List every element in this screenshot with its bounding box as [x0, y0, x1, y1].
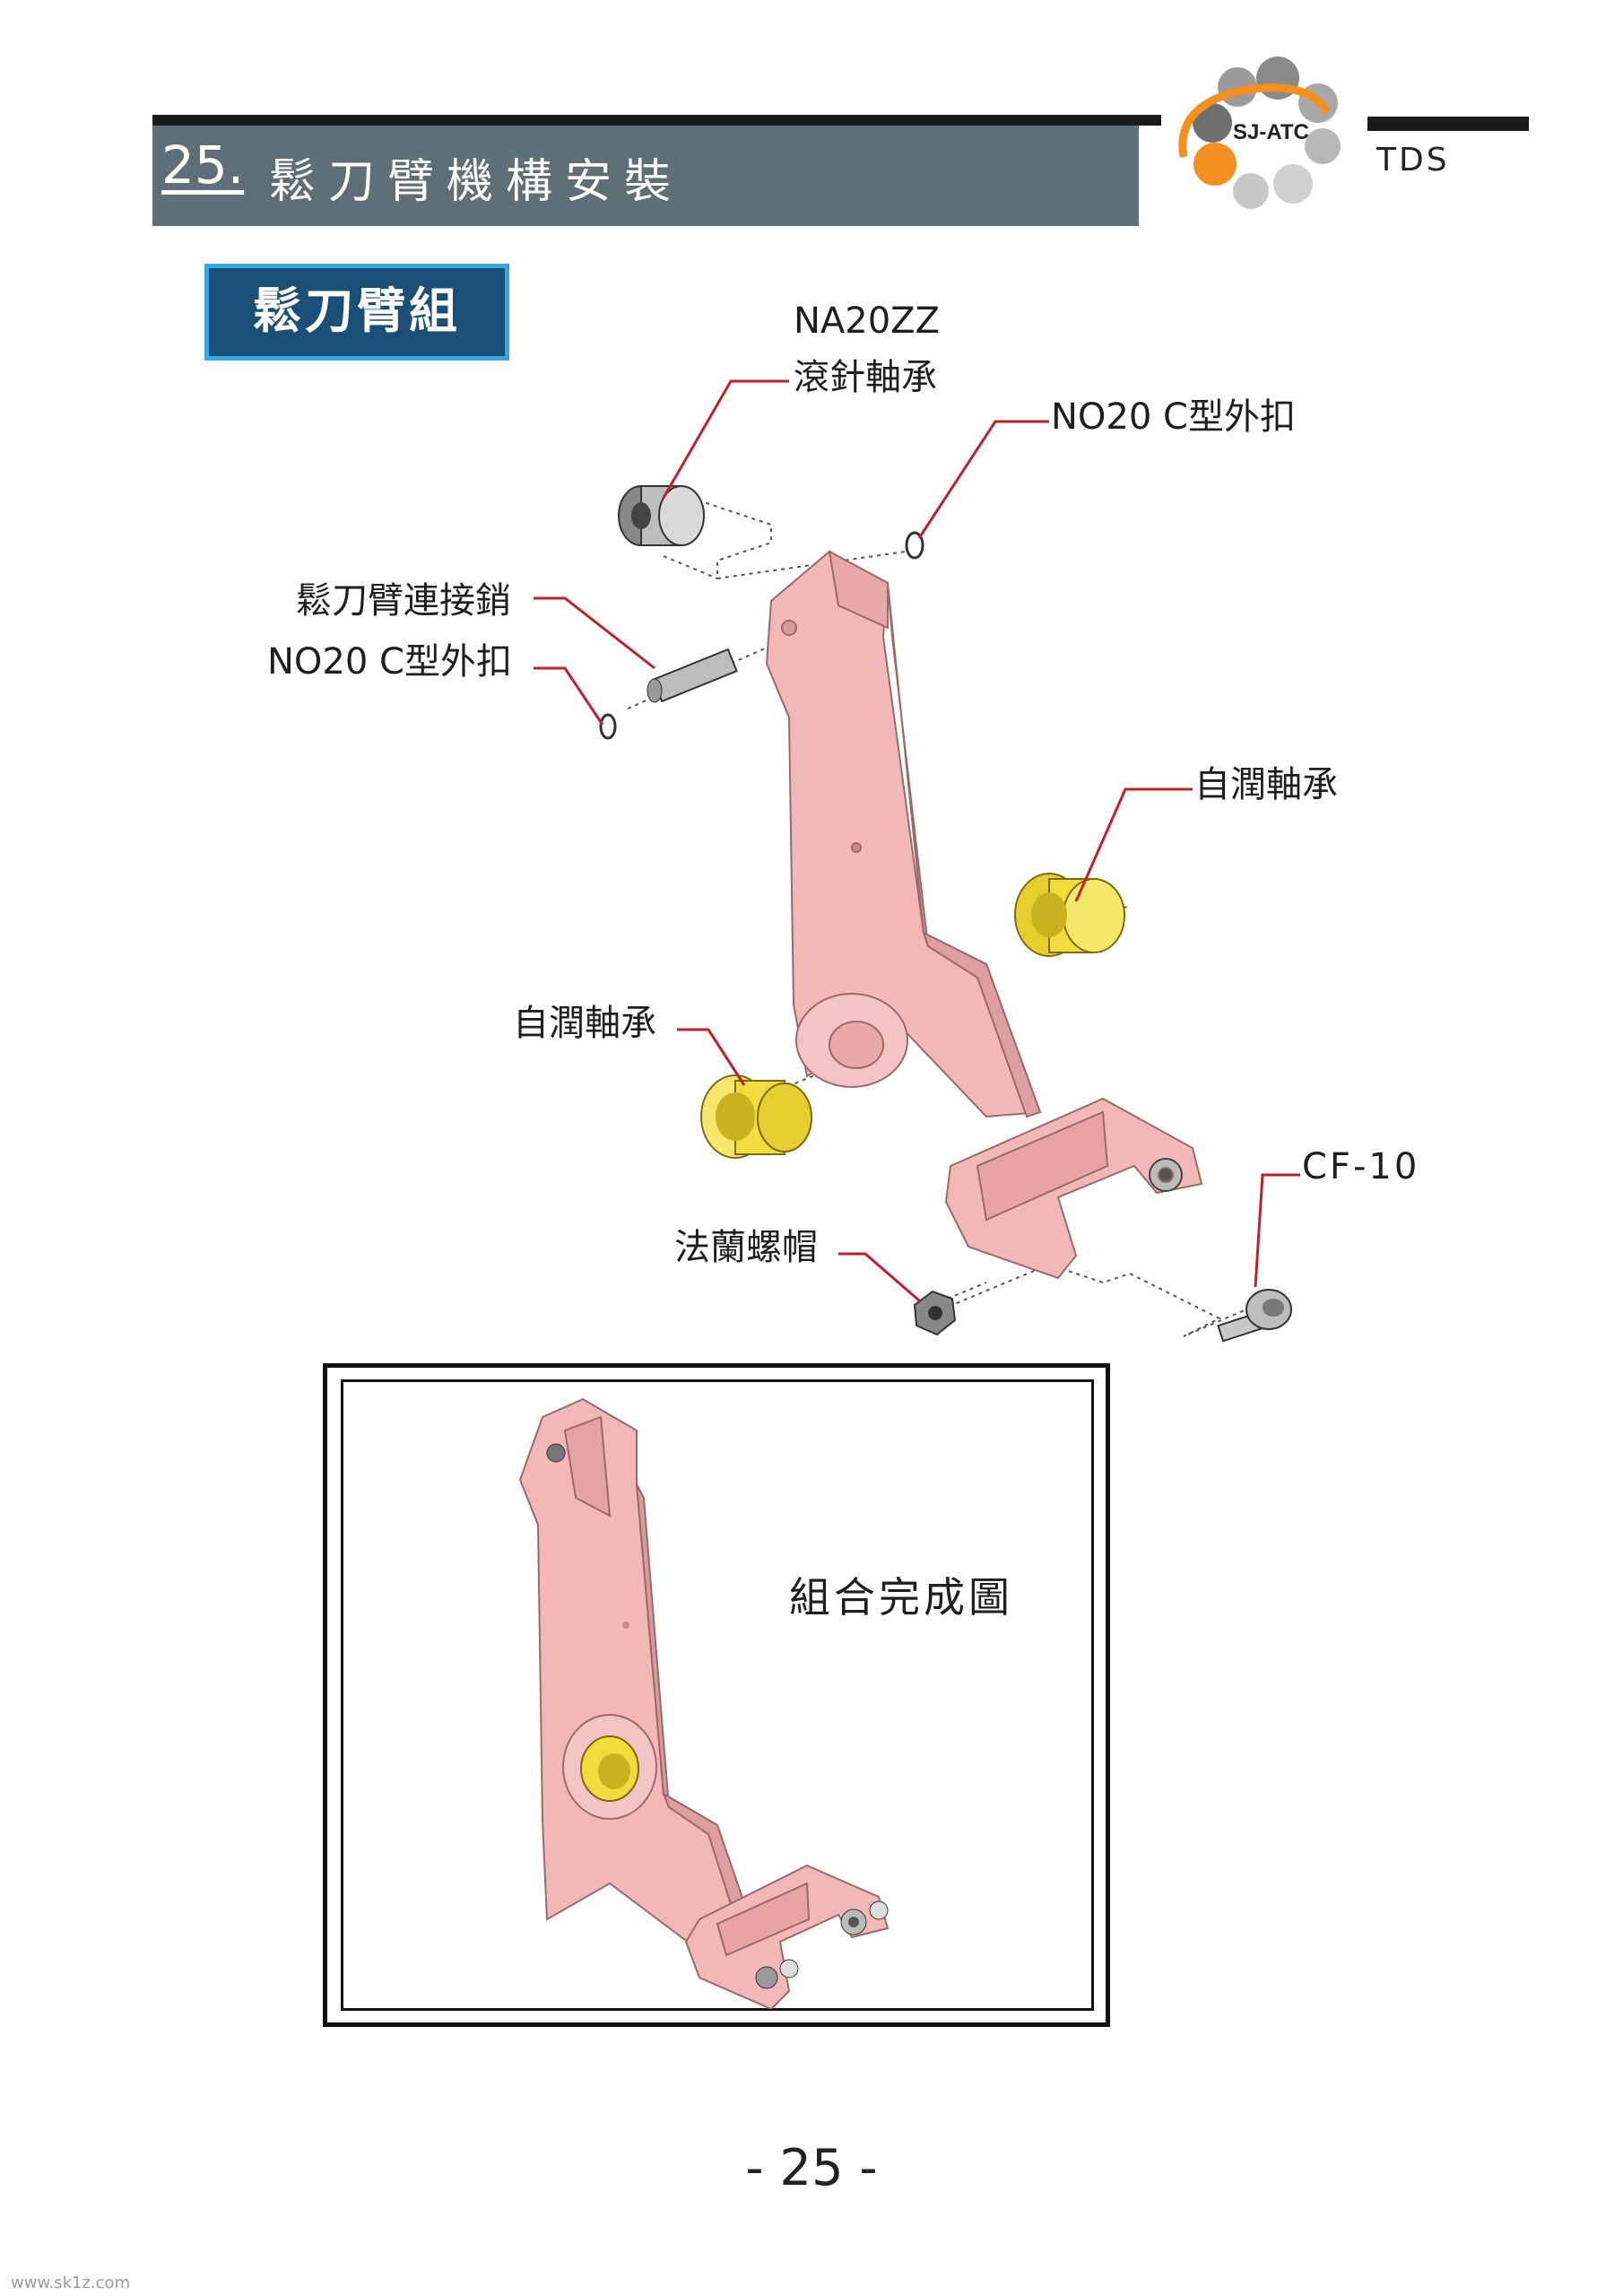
cam-follower-part [1217, 1289, 1292, 1343]
exploded-diagram [534, 379, 1300, 1343]
assembly-guide-lines [627, 497, 1247, 1337]
assembled-view-inner-frame [341, 1379, 1094, 2011]
header-band [152, 126, 1139, 226]
logo-text: SJ-ATC [1233, 120, 1309, 144]
assembled-view-outer-frame [323, 1363, 1110, 2027]
connecting-pin-part [647, 648, 738, 703]
section-number: 25. [161, 135, 245, 196]
header-top-rule [152, 115, 1161, 126]
callout-needle-bearing-model: NA20ZZ [794, 300, 940, 342]
callout-oilless-bearing-left: 自潤軸承 [513, 1003, 656, 1044]
callout-c-clip-left: NO20 C型外扣 [267, 641, 512, 683]
assembled-view-label: 組合完成圖 [789, 1573, 1013, 1622]
callout-connecting-pin: 鬆刀臂連接銷 [296, 580, 511, 622]
header-right-rule [1367, 117, 1529, 131]
flange-nut-part [913, 1290, 957, 1336]
callout-cam-follower: CF-10 [1302, 1146, 1420, 1187]
tds-label: TDS [1376, 142, 1450, 178]
needle-bearing-part [618, 485, 705, 546]
release-arm-part [765, 550, 1203, 1280]
c-clip-left-part [599, 713, 617, 740]
oilless-bearing-right-part [1014, 873, 1125, 957]
footer-watermark: www.sk1z.com [11, 2274, 131, 2292]
callout-needle-bearing-name: 滾針軸承 [794, 357, 937, 398]
sj-atc-logo: SJ-ATC [1178, 57, 1341, 209]
oilless-bearing-left-part [700, 1074, 812, 1159]
callout-oilless-bearing-right: 自潤軸承 [1194, 764, 1338, 805]
section-title: 鬆刀臂機構安裝 [269, 155, 684, 209]
callout-flange-nut: 法蘭螺帽 [674, 1227, 818, 1268]
section-tag: 鬆刀臂組 [204, 264, 509, 361]
section-tag-label: 鬆刀臂組 [253, 283, 461, 339]
assembled-view-drawing [518, 1397, 890, 2009]
page-number: - 25 - [745, 2139, 878, 2197]
callout-leaders [534, 379, 1300, 1302]
callout-c-clip-top: NO20 C型外扣 [1051, 396, 1296, 438]
c-clip-top-part [905, 531, 924, 560]
